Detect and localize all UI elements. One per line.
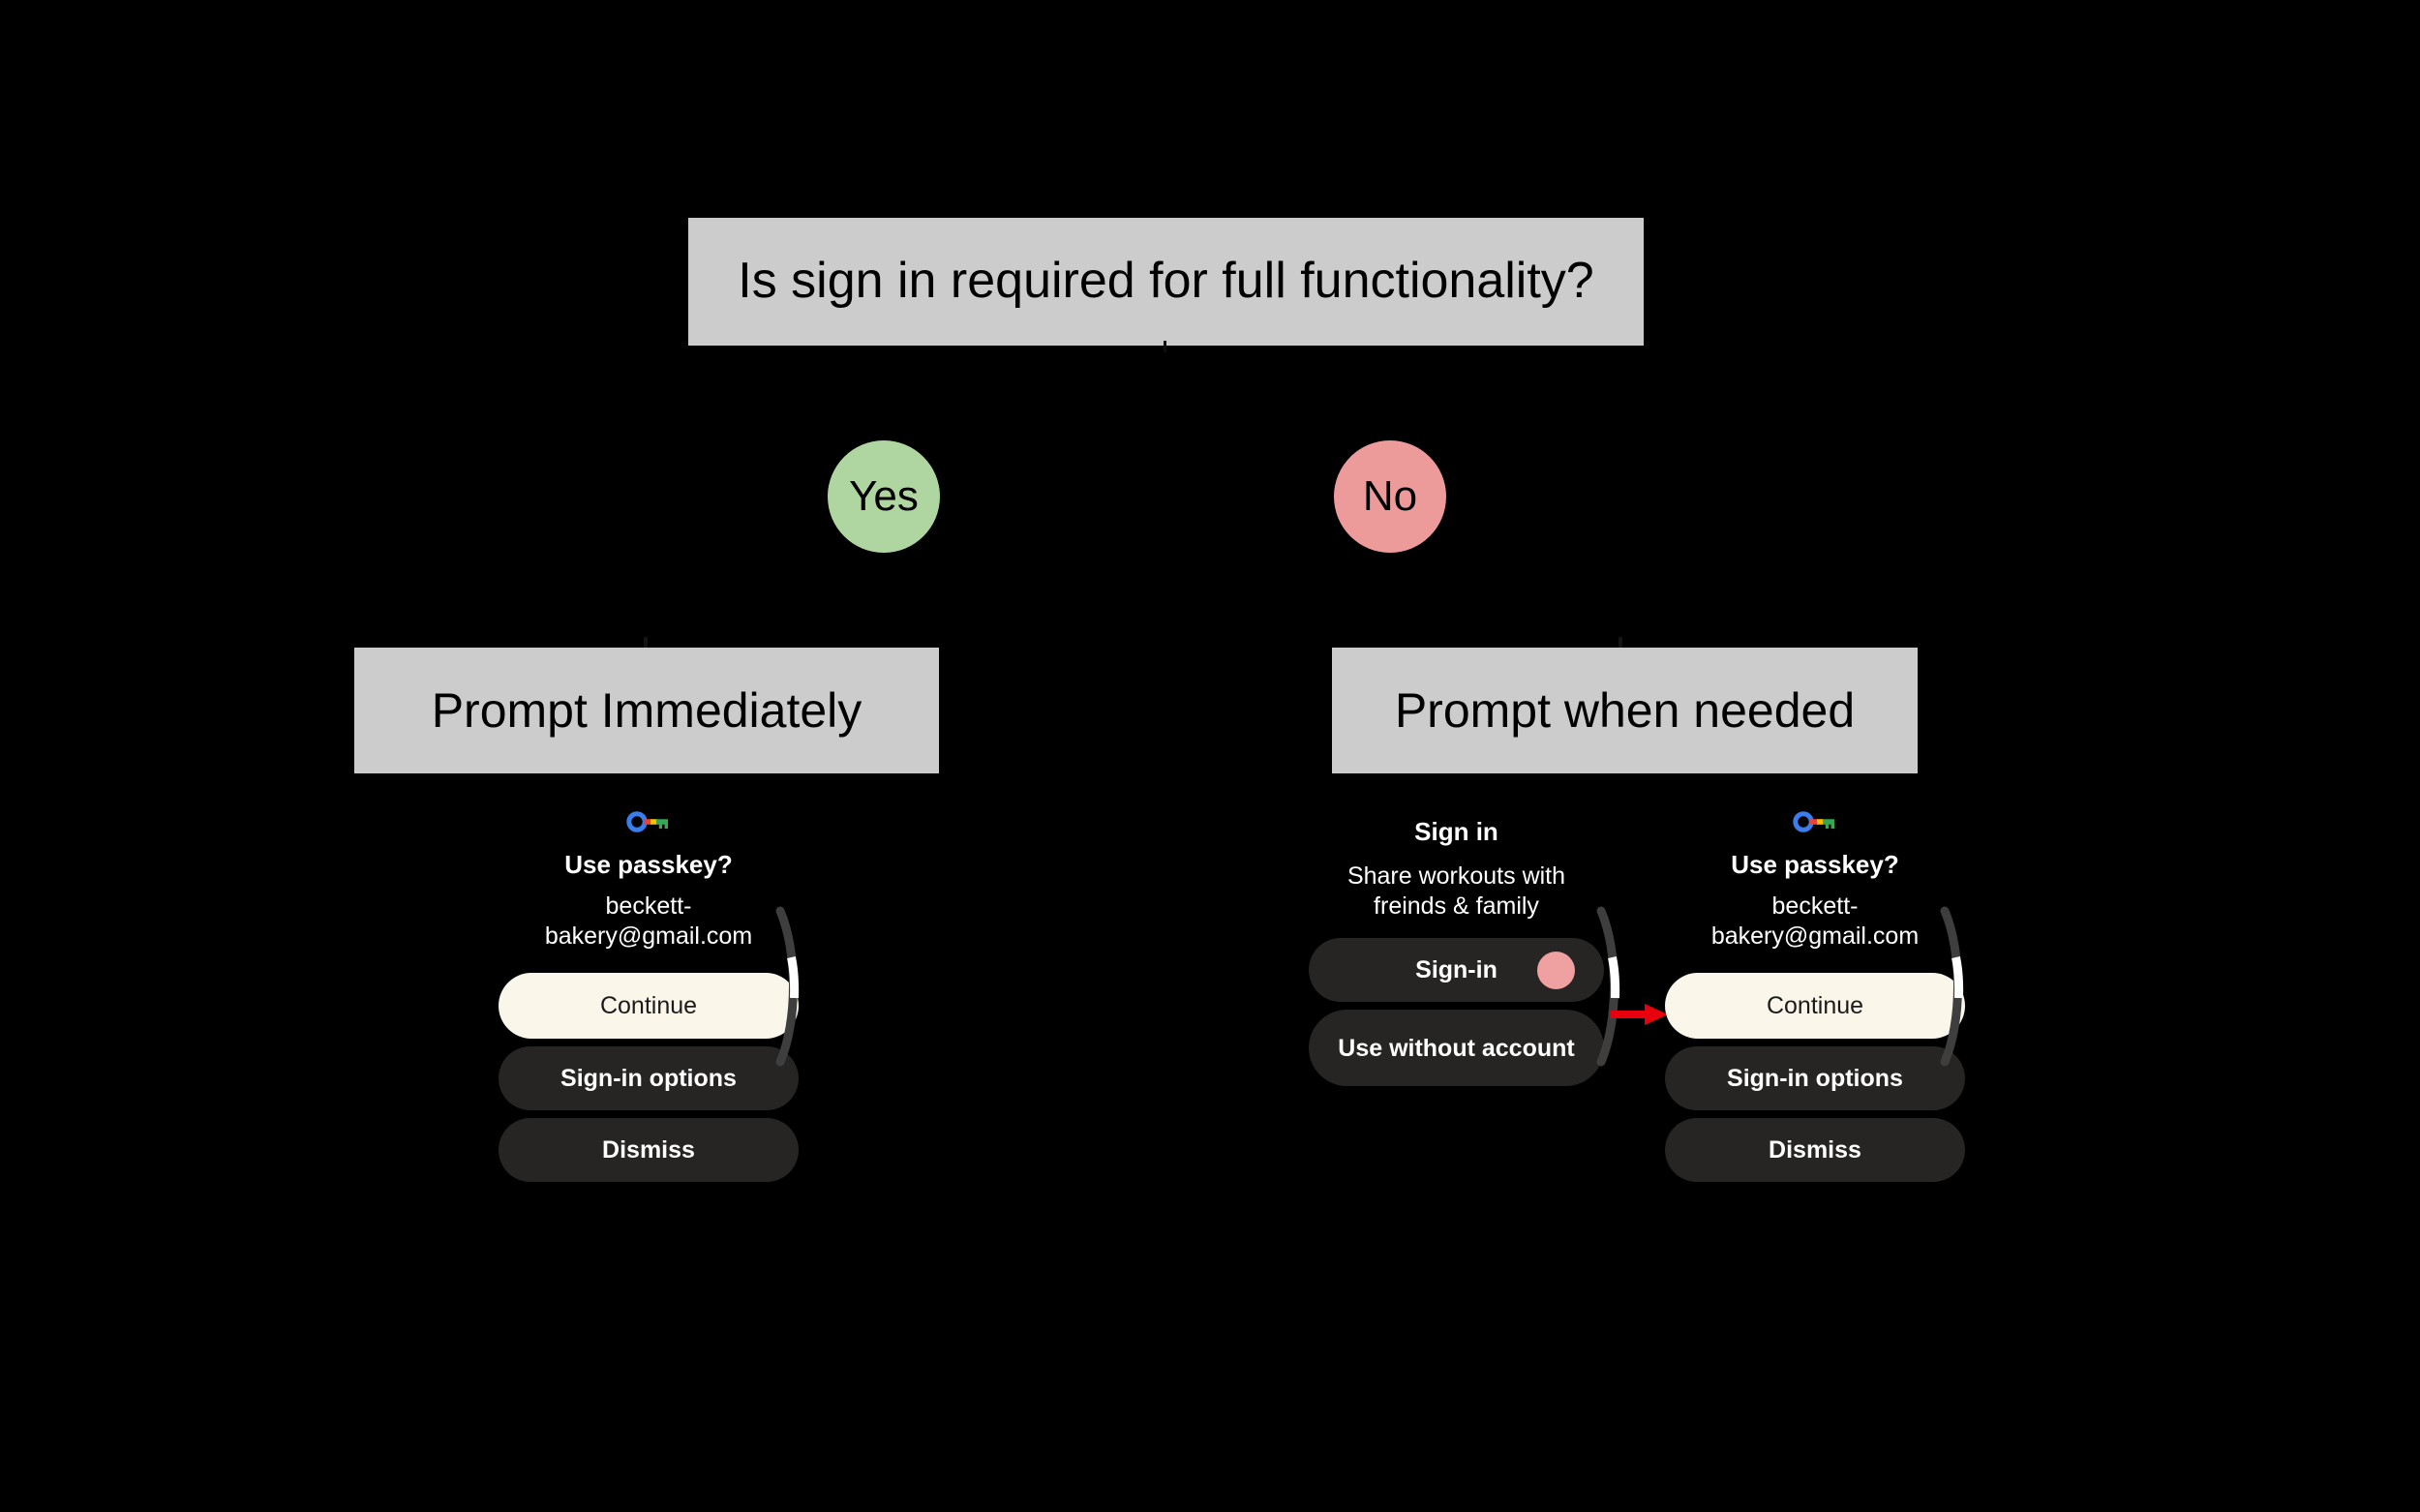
continue-button[interactable]: Continue: [1665, 973, 1965, 1040]
dismiss-button-label: Dismiss: [602, 1136, 695, 1164]
signin-card-middle: Sign in Share workouts with freinds & fa…: [1309, 817, 1604, 1087]
sign-in-options-button[interactable]: Sign-in options: [1665, 1046, 1965, 1111]
decision-question-box: Is sign in required for full functionali…: [688, 218, 1644, 346]
dismiss-button-label: Dismiss: [1769, 1136, 1861, 1164]
connector-stub-left: [644, 637, 648, 650]
passkey-card-right: Use passkey? beckett-bakery@gmail.com Co…: [1660, 811, 1970, 1183]
sign-in-options-button[interactable]: Sign-in options: [499, 1046, 799, 1111]
scrollbar-arc-middle-card[interactable]: [1595, 905, 1634, 1068]
card-subtitle-value-prop: Share workouts with freinds & family: [1346, 862, 1566, 921]
sign-in-options-button-label: Sign-in options: [560, 1065, 737, 1093]
use-without-account-button[interactable]: Use without account: [1309, 1010, 1604, 1087]
continue-button-label: Continue: [599, 992, 698, 1020]
outcome-box-prompt-when-needed: Prompt when needed: [1332, 648, 1918, 773]
outcome-right-text: Prompt when needed: [1394, 682, 1856, 738]
scrollbar-arc-left-card[interactable]: [774, 905, 813, 1068]
continue-button[interactable]: Continue: [499, 973, 799, 1040]
use-without-account-button-label: Use without account: [1338, 1034, 1575, 1062]
google-passkey-icon: [1660, 811, 1970, 832]
avatar: [1537, 952, 1575, 990]
branch-no-text: No: [1362, 472, 1418, 520]
card-subtitle-account: beckett-bakery@gmail.com: [1710, 892, 1920, 951]
card-title: Sign in: [1414, 817, 1498, 846]
sign-in-options-button-label: Sign-in options: [1727, 1065, 1903, 1093]
dismiss-button[interactable]: Dismiss: [499, 1118, 799, 1183]
decision-question-text: Is sign in required for full functionali…: [738, 253, 1594, 310]
card-title: Use passkey?: [1731, 850, 1899, 879]
connector-stub-top: [1164, 341, 1166, 352]
connector-stub-right: [1618, 637, 1622, 650]
continue-button-label: Continue: [1766, 992, 1864, 1020]
outcome-left-text: Prompt Immediately: [431, 682, 862, 738]
card-subtitle-account: beckett-bakery@gmail.com: [544, 892, 753, 951]
dismiss-button[interactable]: Dismiss: [1665, 1118, 1965, 1183]
passkey-card-left: Use passkey? beckett-bakery@gmail.com Co…: [494, 811, 803, 1183]
branch-label-no: No: [1334, 440, 1446, 553]
sign-in-button[interactable]: Sign-in: [1309, 938, 1604, 1003]
branch-label-yes: Yes: [828, 440, 940, 553]
branch-yes-text: Yes: [849, 472, 919, 520]
google-passkey-icon: [494, 811, 803, 832]
sign-in-button-label: Sign-in: [1415, 956, 1497, 984]
outcome-box-prompt-immediately: Prompt Immediately: [354, 648, 939, 773]
scrollbar-arc-right-card[interactable]: [1939, 905, 1978, 1068]
red-arrow-icon: [1610, 1002, 1670, 1027]
card-title: Use passkey?: [564, 850, 733, 879]
